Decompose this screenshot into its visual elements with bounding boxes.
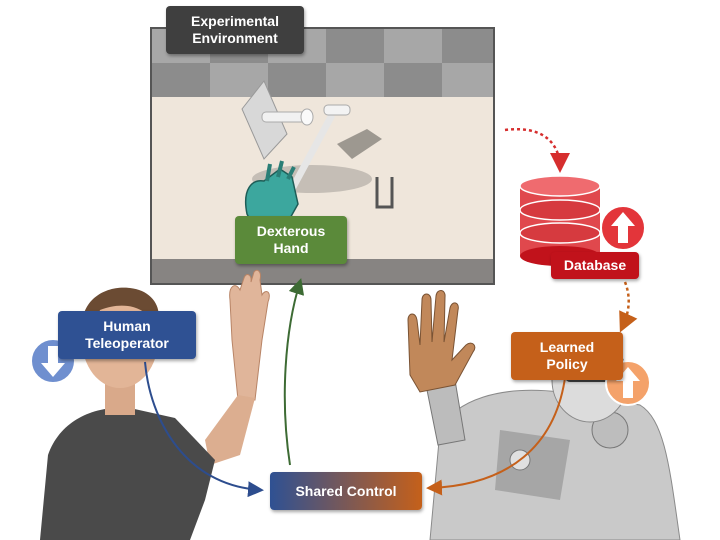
shared-control-to-hand-arrow <box>283 278 305 466</box>
database-to-policy-arrow <box>619 281 638 333</box>
teleoperator-to-shared-control-arrow <box>144 361 264 498</box>
dexterous-hand-label: Dexterous Hand <box>235 216 347 264</box>
experimental-environment-scene <box>150 27 495 285</box>
shared-control-label: Shared Control <box>270 472 422 510</box>
human-teleoperator-label: Human Teleoperator <box>58 311 196 359</box>
learned-policy-label: Learned Policy <box>511 332 623 380</box>
database-up-arrow-icon <box>600 205 646 251</box>
policy-to-shared-control-arrow <box>426 377 566 496</box>
env-to-database-arrow <box>504 127 570 173</box>
database-label: Database <box>551 252 639 279</box>
experimental-environment-label: Experimental Environment <box>166 6 304 54</box>
